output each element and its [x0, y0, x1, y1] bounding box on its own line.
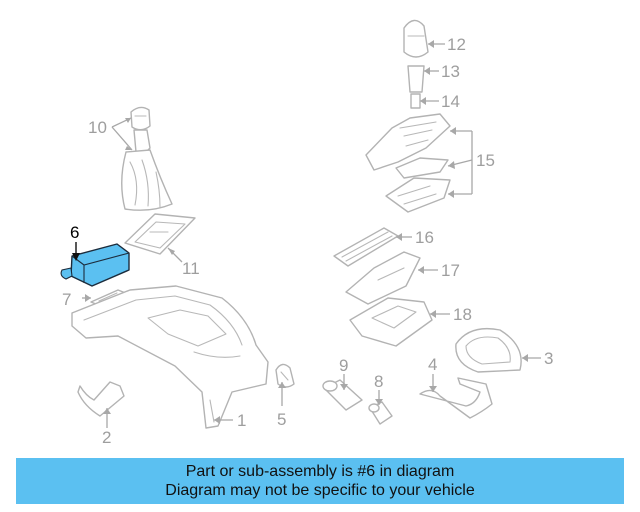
- part-11-shift-bezel: [124, 213, 196, 255]
- callout-9: 9: [339, 356, 348, 375]
- callout-4: 4: [428, 355, 437, 374]
- part-5-clip: [275, 363, 295, 388]
- part-3-boot-ring: [455, 327, 522, 373]
- callout-1: 1: [237, 411, 246, 430]
- part-6-console-pocket: [60, 243, 130, 287]
- info-banner: Part or sub-assembly is #6 in diagram Di…: [16, 458, 624, 504]
- callout-6: 6: [70, 223, 79, 242]
- part-12-shift-knob: [403, 19, 429, 58]
- part-8-lighter-element: [368, 401, 393, 425]
- callout-8: 8: [374, 372, 383, 391]
- part-13-knob-sleeve: [407, 65, 425, 93]
- callout-10: 10: [88, 118, 107, 137]
- part-10-shift-boot: [121, 106, 173, 211]
- callout-14: 14: [441, 92, 460, 111]
- part-15-shifter-assembly: [365, 113, 451, 213]
- callout-17: 17: [441, 261, 460, 280]
- callout-11: 11: [182, 259, 200, 278]
- part-17-bracket: [345, 251, 421, 305]
- part-2-bracket: [77, 381, 125, 417]
- callout-5: 5: [277, 410, 286, 429]
- parts-diagram: 1 2 3 4 5 6 7 8 9 10 11 12 13 14 15 16 1…: [60, 19, 553, 447]
- part-9-lighter-socket: [322, 379, 363, 411]
- part-14-knob-clip: [410, 93, 421, 109]
- callout-16: 16: [415, 228, 434, 247]
- callout-7: 7: [62, 290, 71, 309]
- callout-3: 3: [544, 349, 553, 368]
- leader-arrowheads: [72, 40, 528, 424]
- callout-15: 15: [476, 151, 495, 170]
- part-18-frame: [349, 297, 433, 347]
- callout-12: 12: [447, 35, 466, 54]
- callout-labels: 1 2 3 4 5 6 7 8 9 10 11 12 13 14 15 16 1…: [62, 35, 553, 447]
- banner-disclaimer-line: Diagram may not be specific to your vehi…: [165, 482, 475, 499]
- part-1-console-body: [71, 285, 269, 429]
- callout-13: 13: [441, 62, 460, 81]
- banner-part-line: Part or sub-assembly is #6 in diagram: [185, 463, 455, 480]
- part-4-handle: [419, 377, 493, 419]
- callout-2: 2: [102, 428, 111, 447]
- callout-18: 18: [453, 305, 472, 324]
